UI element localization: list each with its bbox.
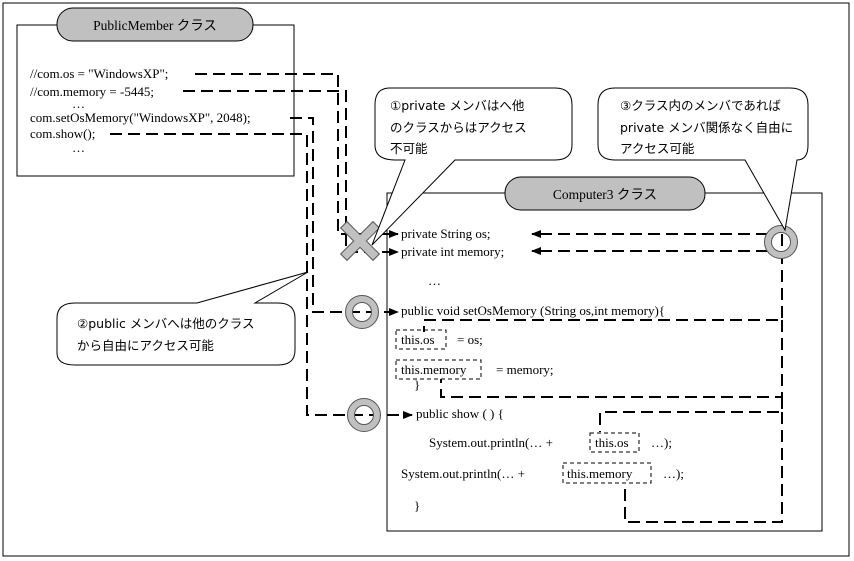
internal-path-show-os xyxy=(599,397,783,432)
svg-text:private メンバ関係なく自由に: private メンバ関係なく自由に xyxy=(620,120,793,135)
internal-path-set-memory xyxy=(440,320,783,398)
callout-2: ②public メンバへは他のクラス から自由にアクセス可能 xyxy=(56,271,309,366)
svg-text:のクラスからはアクセス: のクラスからはアクセス xyxy=(390,120,527,135)
code-ellipsis: … xyxy=(428,273,441,288)
code-line: com.setOsMemory("WindowsXP", 2048); xyxy=(30,110,251,125)
x-mark-icon xyxy=(339,220,381,262)
path-show-allowed xyxy=(110,133,413,419)
show-println-memory: System.out.println(… + xyxy=(401,466,525,481)
field-memory: private int memory; xyxy=(401,244,504,259)
show-this-os-highlight xyxy=(589,432,640,453)
circle-mark-icon xyxy=(347,398,381,432)
show-this-os: this.os xyxy=(595,435,629,450)
svg-text:③クラス内のメンバであれば: ③クラス内のメンバであれば xyxy=(620,98,781,113)
internal-path-show-memory xyxy=(624,412,783,523)
code-line: com.show(); xyxy=(30,126,95,141)
this-os-highlight xyxy=(395,329,447,350)
code-line: //com.memory = -5445; xyxy=(30,84,154,99)
show-method-close: } xyxy=(414,498,420,513)
svg-text:アクセス可能: アクセス可能 xyxy=(620,141,695,156)
show-println-os: System.out.println(… + xyxy=(429,435,553,450)
set-memory-assign: = memory; xyxy=(496,362,554,377)
set-method-close: } xyxy=(414,377,420,392)
circle-mark-icon xyxy=(764,225,798,259)
circle-mark-icon xyxy=(345,295,379,329)
field-os: private String os; xyxy=(401,226,491,241)
show-println-os-suffix: …); xyxy=(651,435,672,450)
show-method-signature: public show ( ) { xyxy=(416,406,504,421)
computer3-class: Computer3 クラス private String os; private… xyxy=(386,176,823,532)
computer3-title-pill xyxy=(504,176,706,211)
callout-3: ③クラス内のメンバであれば private メンバ関係なく自由に アクセス可能 xyxy=(597,87,809,232)
code-ellipsis: … xyxy=(72,96,85,111)
code-line: //com.os = "WindowsXP"; xyxy=(30,66,168,81)
svg-text:②public メンバへは他のクラス: ②public メンバへは他のクラス xyxy=(77,316,255,331)
this-memory-highlight xyxy=(395,359,482,380)
svg-text:から自由にアクセス可能: から自由にアクセス可能 xyxy=(77,338,214,353)
public-member-box xyxy=(16,24,295,177)
show-this-memory-highlight xyxy=(562,462,652,484)
set-method-signature: public void setOsMemory (String os,int m… xyxy=(401,303,665,318)
code-ellipsis: … xyxy=(72,140,85,155)
show-this-memory: this.memory xyxy=(567,466,633,481)
computer3-title: Computer3 クラス xyxy=(553,187,657,202)
svg-text:①private メンバはへ他: ①private メンバはへ他 xyxy=(390,98,525,113)
show-println-memory-suffix: …); xyxy=(663,466,684,481)
set-this-memory: this.memory xyxy=(401,362,467,377)
path-set-allowed xyxy=(290,117,399,316)
svg-text:不可能: 不可能 xyxy=(390,141,428,156)
set-this-os: this.os xyxy=(401,332,435,347)
internal-path-set-os xyxy=(423,234,783,332)
internal-paths xyxy=(423,230,783,523)
public-member-title-pill xyxy=(56,7,254,42)
callout-1: ①private メンバはへ他 のクラスからはアクセス 不可能 xyxy=(371,87,573,246)
public-member-title: PublicMember クラス xyxy=(93,18,217,33)
public-member-class: PublicMember クラス //com.os = "WindowsXP";… xyxy=(16,7,295,177)
set-os-assign: = os; xyxy=(457,332,483,347)
